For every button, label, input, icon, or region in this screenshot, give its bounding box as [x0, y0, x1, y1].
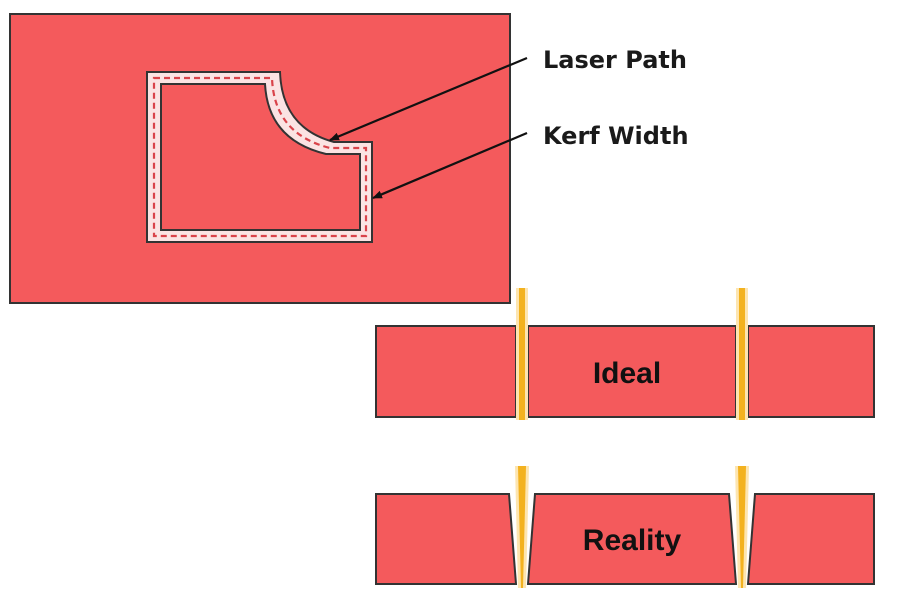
cut-piece [160, 83, 361, 231]
ideal-beam-right [736, 288, 748, 420]
reality-label: Reality [583, 524, 682, 557]
laser-path-line [152, 76, 368, 238]
ideal-label: Ideal [593, 357, 661, 390]
ideal-beam-left [516, 288, 528, 420]
ideal-block-left [375, 325, 517, 418]
reality-beam-right [735, 466, 749, 588]
kerf-width-label: Kerf Width [543, 122, 689, 150]
kerf-width-arrow [372, 131, 528, 200]
reality-block-left [375, 493, 518, 585]
reality-beam-left [515, 466, 529, 588]
laser-path-arrow [329, 56, 528, 142]
reality-block-right [746, 493, 875, 585]
reality-row: Reality [375, 466, 875, 588]
ideal-row: Ideal [375, 288, 875, 420]
ideal-block-center [527, 325, 737, 418]
ideal-block-right [747, 325, 875, 418]
laser-path-label: Laser Path [543, 46, 687, 74]
reality-block-center [526, 493, 738, 585]
